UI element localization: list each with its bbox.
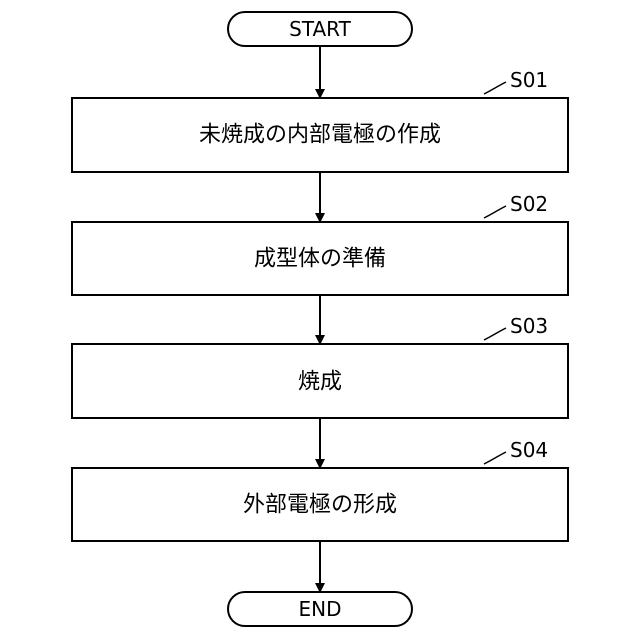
end-terminal: END (228, 592, 412, 626)
step-s02-id-leader (484, 206, 506, 218)
step-s03-id: S03 (510, 314, 548, 338)
start-terminal: START (228, 12, 412, 46)
step-s01-id: S01 (510, 68, 548, 92)
step-s03-label: 焼成 (298, 370, 342, 395)
step-s04-id-leader (484, 452, 506, 464)
end-label: END (299, 597, 342, 621)
step-s03-id-leader (484, 328, 506, 340)
step-s04-label: 外部電極の形成 (243, 493, 397, 518)
step-s02-label: 成型体の準備 (254, 247, 386, 272)
start-label: START (289, 17, 351, 41)
step-s04-id: S04 (510, 438, 548, 462)
step-s01-label: 未焼成の内部電極の作成 (199, 123, 441, 148)
step-s02-id: S02 (510, 192, 548, 216)
step-s01-id-leader (484, 82, 506, 94)
